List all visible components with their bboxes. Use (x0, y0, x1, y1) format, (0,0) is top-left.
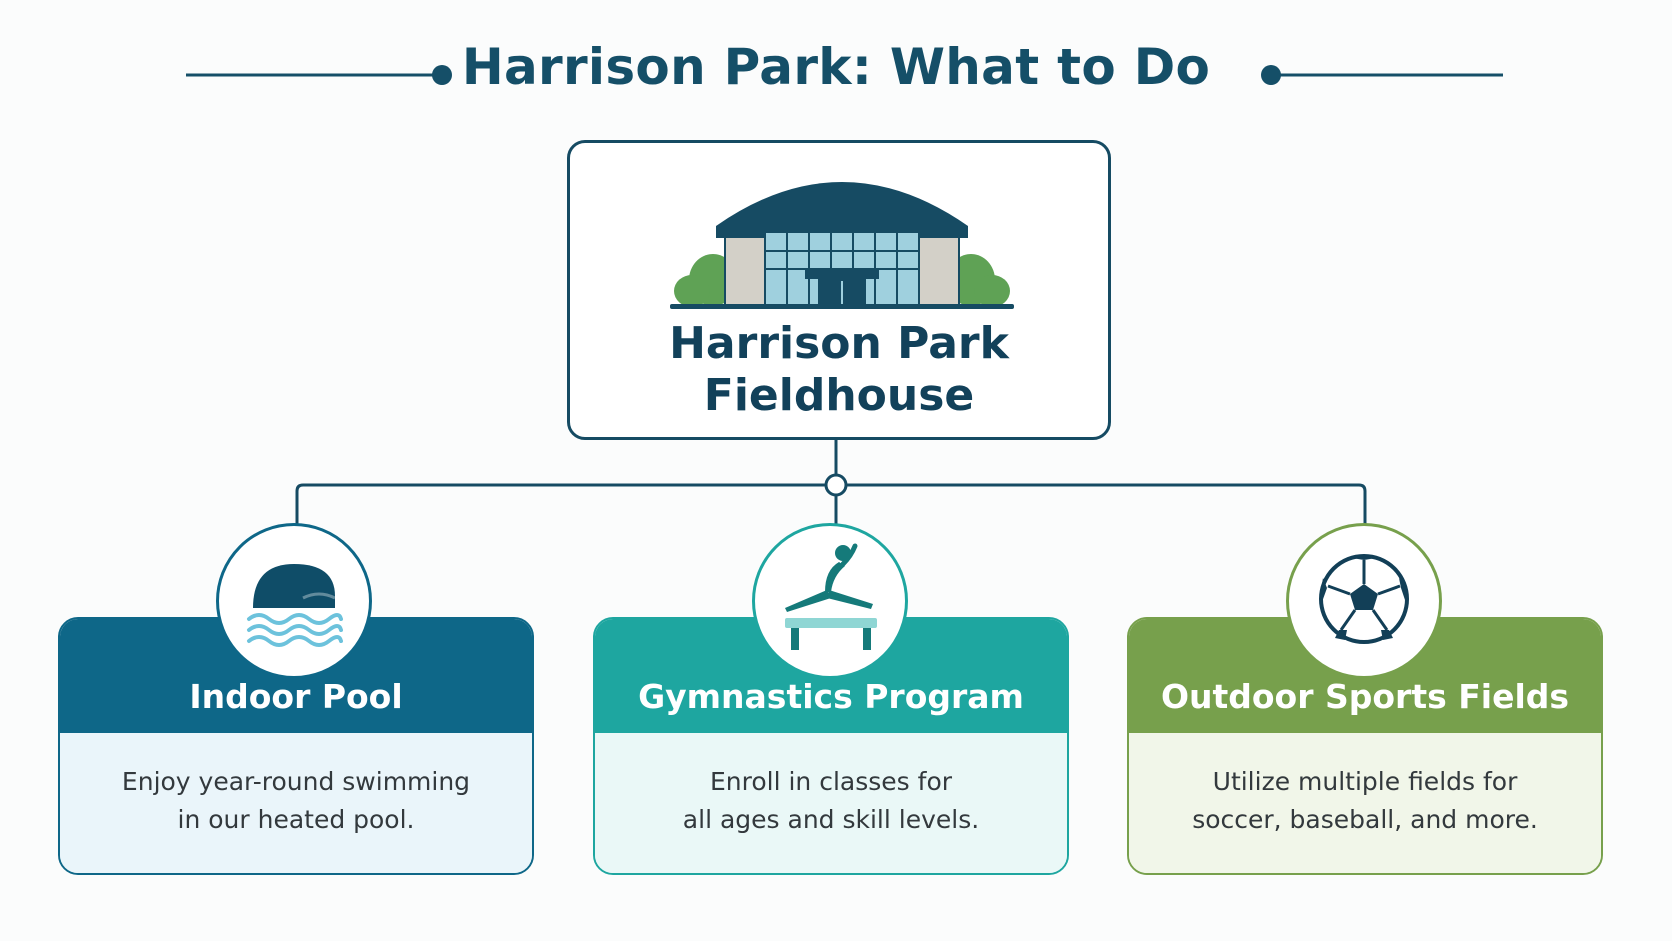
connector-node (824, 473, 848, 497)
activity-description-line1: Enroll in classes for (709, 767, 953, 796)
activity-description-line2: all ages and skill levels. (682, 805, 980, 834)
activity-description-line1: Utilize multiple fields for (1212, 767, 1518, 796)
connector-branch-right (846, 483, 1367, 525)
gymnast-balance-beam-icon (785, 543, 877, 650)
activity-description: Enjoy year-round swimming in our heated … (60, 733, 532, 873)
activity-description: Enroll in classes for all ages and skill… (595, 733, 1067, 873)
activity-description: Utilize multiple fields for soccer, base… (1129, 733, 1601, 873)
page-title: Harrison Park: What to Do (461, 38, 1211, 96)
title-dot-right (1261, 65, 1281, 85)
activity-card-outdoor-fields: Outdoor Sports Fields Utilize multiple f… (1127, 617, 1603, 875)
swim-cap-waves-icon (247, 564, 343, 647)
hub-name-line2: Fieldhouse (703, 370, 975, 421)
gymnastics-medallion (752, 523, 908, 679)
connector-branch-left (295, 483, 826, 525)
outdoor-fields-medallion (1286, 523, 1442, 679)
indoor-pool-medallion (216, 523, 372, 679)
activity-description-line2: soccer, baseball, and more. (1192, 805, 1538, 834)
fieldhouse-building-icon (670, 182, 1014, 309)
soccer-ball-icon (1319, 554, 1409, 644)
connector-tree (295, 440, 1367, 525)
activity-description-line1: Enjoy year-round swimming (121, 767, 471, 796)
activity-description-line2: in our heated pool. (177, 805, 415, 834)
hub-card: Harrison Park Fieldhouse (567, 140, 1111, 440)
hub-name-line1: Harrison Park (669, 318, 1009, 369)
hub-name: Harrison Park Fieldhouse (570, 318, 1108, 422)
title-dot-left (432, 65, 452, 85)
